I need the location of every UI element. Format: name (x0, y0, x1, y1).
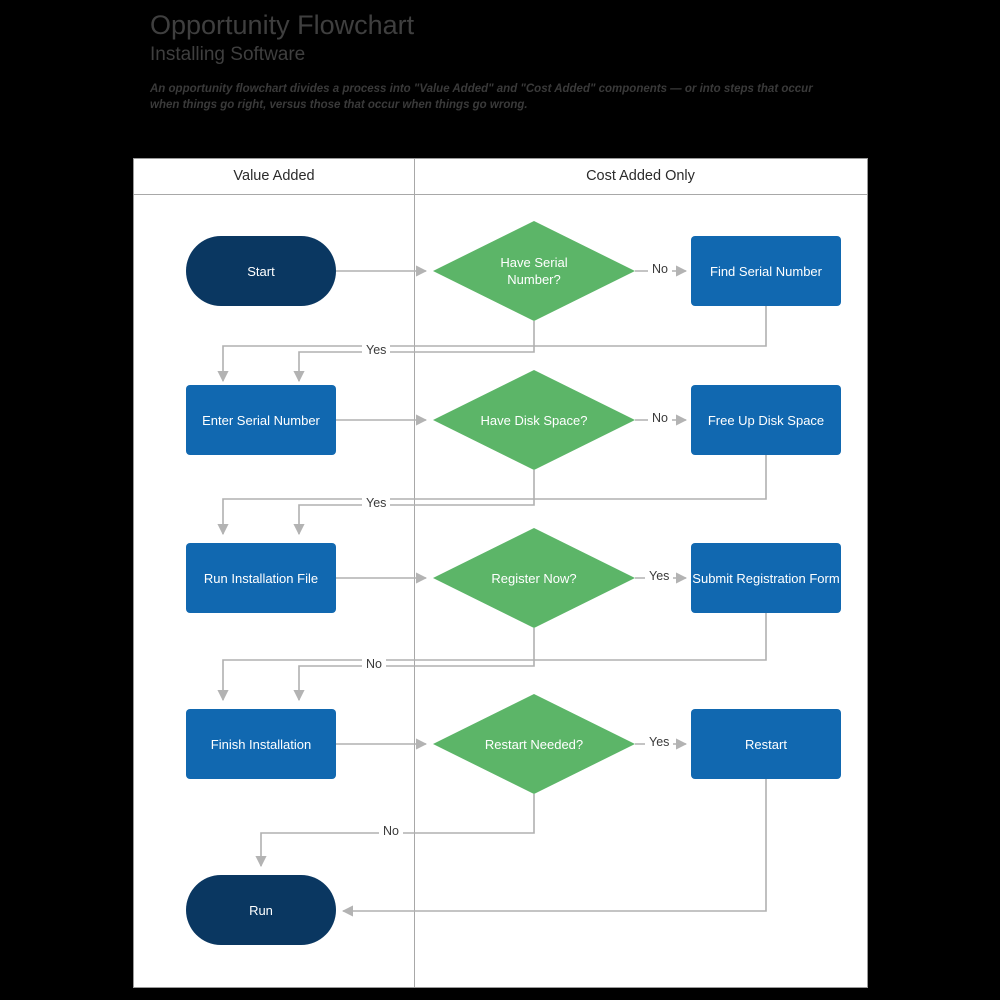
edge-d3-to-finish (293, 628, 535, 702)
page-title: Opportunity Flowchart (150, 10, 415, 40)
node-label: Have Disk Space? (480, 412, 588, 428)
node-restart[interactable]: Restart (691, 709, 841, 779)
node-label: Finish Installation (210, 736, 312, 752)
node-label: Restart Needed? (484, 736, 584, 752)
page-subtitle: Installing Software (150, 44, 306, 65)
edge-label-row3-no: No (362, 657, 386, 671)
node-label: Enter Serial Number (202, 412, 320, 428)
edge-label-row4-no: No (379, 824, 403, 838)
column-header-cost-added-only: Cost Added Only (586, 168, 695, 184)
column-header-value-added: Value Added (233, 168, 315, 184)
node-submit-registration-form[interactable]: Submit Registration Form (691, 543, 841, 613)
node-label: Find Serial Number (710, 263, 822, 279)
node-label: Run (249, 902, 273, 918)
node-label: Have Serial Number? (500, 255, 568, 287)
node-have-serial-number[interactable]: Have Serial Number? (433, 221, 635, 321)
edge-label-row3-yes: Yes (645, 569, 674, 583)
node-finish-installation[interactable]: Finish Installation (186, 709, 336, 779)
edge-d2-to-runinst (293, 470, 535, 536)
node-label: Free Up Disk Space (707, 412, 825, 428)
node-run-installation-file[interactable]: Run Installation File (186, 543, 336, 613)
node-label: Register Now? (491, 570, 577, 586)
header-divider-line (134, 194, 867, 195)
node-restart-needed[interactable]: Restart Needed? (433, 694, 635, 794)
node-enter-serial-number[interactable]: Enter Serial Number (186, 385, 336, 455)
node-label: Submit Registration Form (692, 570, 840, 586)
node-label: Run Installation File (203, 570, 319, 586)
node-register-now[interactable]: Register Now? (433, 528, 635, 628)
edge-label-row2-no: No (648, 411, 672, 425)
edge-label-row1-yes: Yes (362, 343, 391, 357)
node-have-disk-space[interactable]: Have Disk Space? (433, 370, 635, 470)
page-header: Opportunity Flowchart Installing Softwar… (150, 8, 890, 113)
edge-restart-to-run (341, 779, 767, 917)
edge-label-row1-no: No (648, 262, 672, 276)
edge-label-row2-yes: Yes (362, 496, 391, 510)
edge-label-row4-yes: Yes (645, 735, 674, 749)
flowchart-canvas: Value Added Cost Added Only (133, 158, 868, 988)
swimlane-divider-line (414, 159, 415, 987)
node-label: Start (247, 263, 275, 279)
node-free-up-disk-space[interactable]: Free Up Disk Space (691, 385, 841, 455)
node-run[interactable]: Run (186, 875, 336, 945)
node-find-serial-number[interactable]: Find Serial Number (691, 236, 841, 306)
node-start[interactable]: Start (186, 236, 336, 306)
node-label: Restart (745, 736, 787, 752)
page-description: An opportunity flowchart divides a proce… (150, 83, 813, 111)
